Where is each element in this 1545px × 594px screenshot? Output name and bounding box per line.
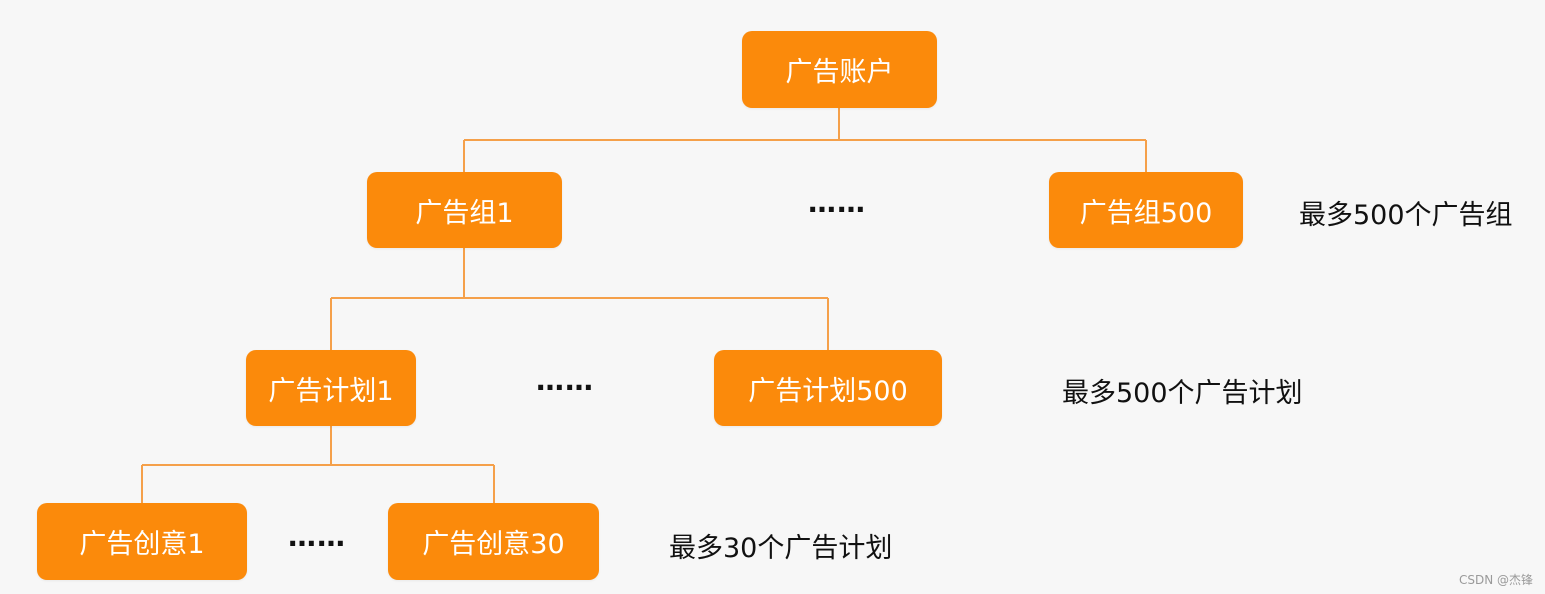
node-ad-creative-30: 广告创意30 bbox=[388, 503, 599, 580]
ellipsis-creatives: …… bbox=[288, 520, 346, 553]
node-ad-group-1: 广告组1 bbox=[367, 172, 562, 248]
node-ad-creative-1: 广告创意1 bbox=[37, 503, 247, 580]
watermark: CSDN @杰锋 bbox=[1458, 573, 1533, 587]
node-ad-plan-500: 广告计划500 bbox=[714, 350, 942, 426]
node-ad-plan-500-label: 广告计划500 bbox=[748, 375, 908, 407]
node-ad-creative-30-label: 广告创意30 bbox=[422, 529, 565, 560]
node-ad-creative-1-label: 广告创意1 bbox=[79, 529, 205, 560]
node-ad-account: 广告账户 bbox=[742, 31, 937, 108]
note-plans-limit: 最多500个广告计划 bbox=[1062, 378, 1303, 409]
note-groups-limit: 最多500个广告组 bbox=[1299, 200, 1513, 231]
node-ad-group-500-label: 广告组500 bbox=[1079, 197, 1213, 229]
node-ad-plan-1-label: 广告计划1 bbox=[268, 375, 394, 407]
node-ad-account-label: 广告账户 bbox=[785, 57, 894, 88]
node-ad-group-500: 广告组500 bbox=[1049, 172, 1243, 248]
node-ad-group-1-label: 广告组1 bbox=[415, 197, 514, 229]
note-creatives-limit: 最多30个广告计划 bbox=[669, 533, 893, 564]
ellipsis-groups: …… bbox=[808, 186, 866, 219]
ellipsis-plans: …… bbox=[536, 364, 594, 397]
node-ad-plan-1: 广告计划1 bbox=[246, 350, 416, 426]
